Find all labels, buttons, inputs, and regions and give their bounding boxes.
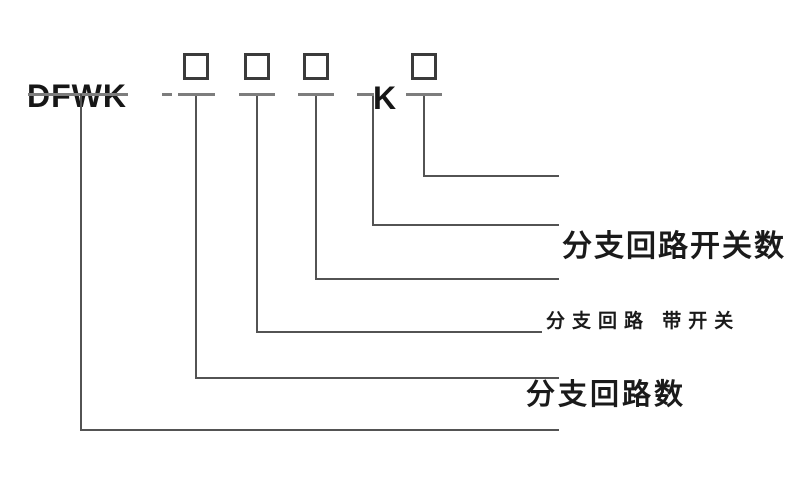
callout-line-box-4 (423, 175, 559, 177)
placeholder-box-2 (244, 53, 270, 80)
callout-line-prefix (80, 429, 559, 431)
baseline-segment-prefix (28, 93, 128, 96)
baseline-segment-box-4 (406, 93, 442, 96)
baseline-segment-dash-1 (162, 93, 172, 96)
label-branch-circuit-count: 分支回路数 (526, 379, 687, 411)
placeholder-box-3 (303, 53, 329, 80)
baseline-segment-box-2 (239, 93, 275, 96)
connector-vertical-box-2 (256, 96, 258, 332)
label-branch-circuit-with-switch: 分支回路 带开关 (546, 311, 741, 332)
connector-vertical-box-1 (195, 96, 197, 378)
callout-line-box-3 (315, 278, 559, 280)
connector-vertical-k (372, 96, 374, 225)
callout-line-box-1 (195, 377, 559, 379)
baseline-segment-dash-k (357, 93, 374, 96)
baseline-segment-box-1 (178, 93, 215, 96)
connector-vertical-box-4 (423, 96, 425, 176)
label-branch-circuit-switch-count: 分支回路开关数 (562, 230, 786, 263)
placeholder-box-4 (411, 53, 437, 80)
callout-line-k (372, 224, 559, 226)
callout-line-box-2 (256, 331, 542, 333)
connector-vertical-box-3 (315, 96, 317, 279)
model-k-text: K (373, 80, 398, 116)
placeholder-box-1 (183, 53, 209, 80)
baseline-segment-box-3 (298, 93, 334, 96)
model-prefix-text: DFWK (27, 78, 127, 114)
connector-vertical-prefix (80, 94, 82, 430)
